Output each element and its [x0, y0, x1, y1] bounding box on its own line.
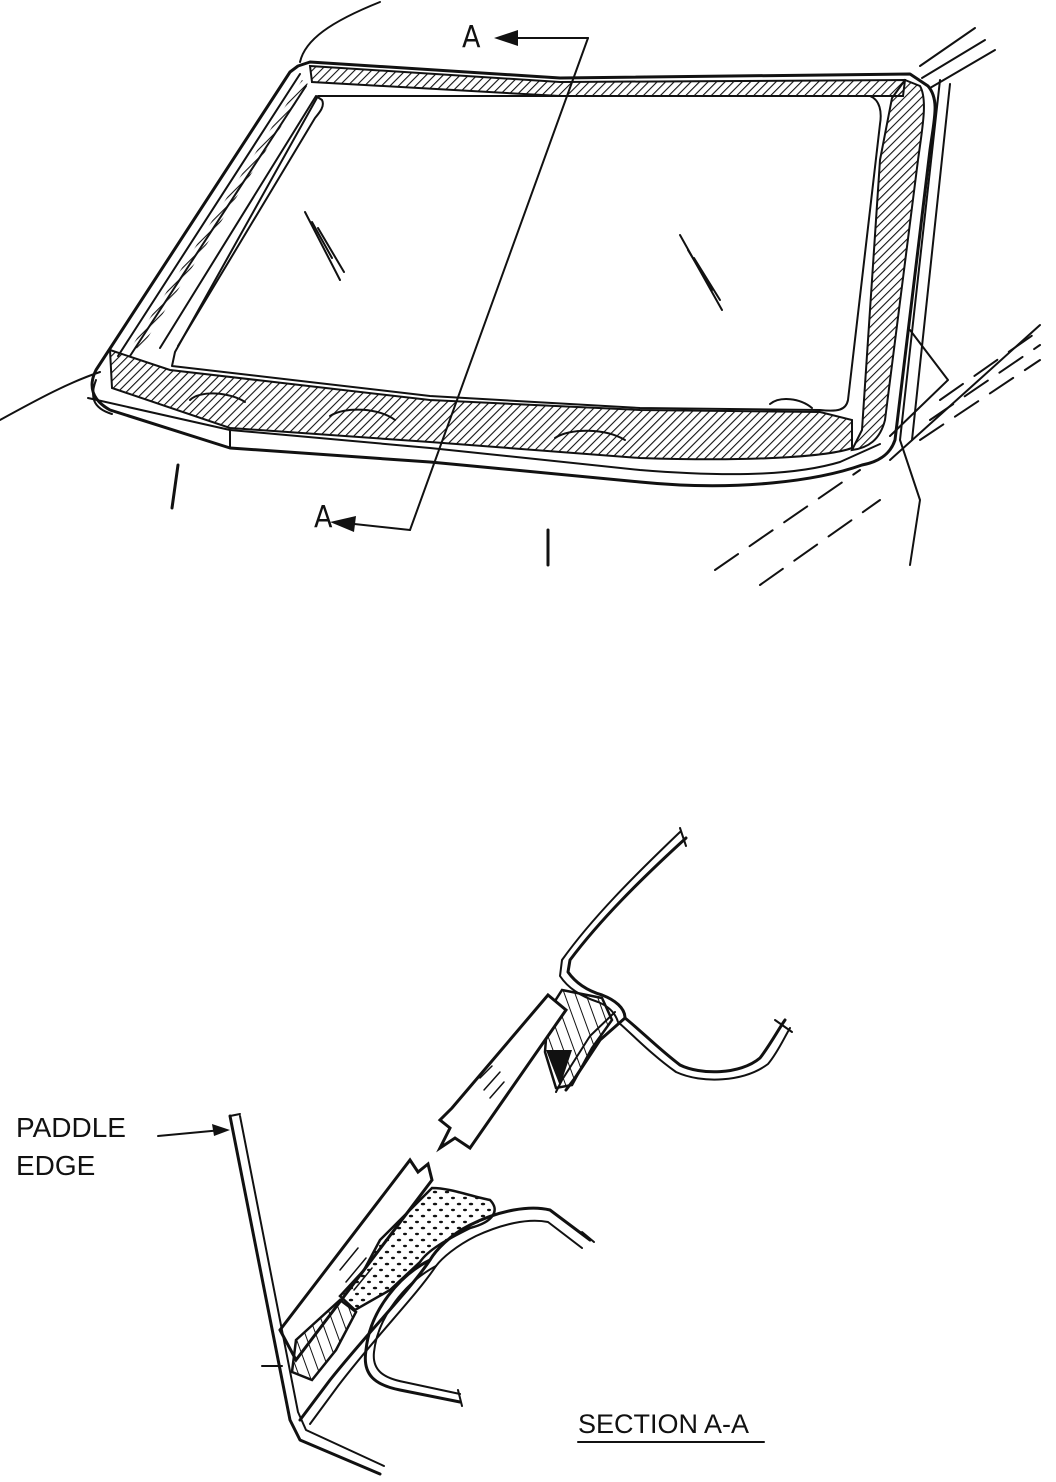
upper-glass — [436, 992, 569, 1153]
left-pillar-outer — [117, 73, 301, 357]
windshield-view — [0, 1, 1041, 586]
section-view — [157, 827, 793, 1476]
lower-dam — [290, 1298, 358, 1382]
paddle-edge-label-line2: EDGE — [16, 1150, 96, 1181]
arrow-left-icon — [494, 30, 518, 46]
cowl-edge — [87, 397, 881, 476]
roof-line-right — [919, 27, 976, 67]
paddle-edge-label-line1: PADDLE — [16, 1112, 126, 1143]
outer-molding — [90, 60, 937, 488]
roof-edge — [299, 1, 381, 63]
section-cut-line — [409, 37, 589, 531]
bottom-molding-hatch — [108, 348, 853, 461]
glass-reflection-icon-right — [679, 234, 723, 311]
lower-glass — [278, 1157, 434, 1363]
section-title: SECTION A-A — [578, 1409, 750, 1439]
section-marker-bottom: A — [314, 500, 333, 535]
arrow-right-icon — [212, 1124, 230, 1136]
roof-panel — [566, 836, 787, 1074]
left-pillar-hatch — [132, 80, 308, 350]
lower-urethane — [338, 1186, 496, 1312]
door-line-1 — [939, 329, 1041, 401]
glass-reflection-icon-left — [304, 211, 345, 281]
glass-edge — [171, 95, 882, 412]
right-pillar-hatch — [850, 78, 925, 452]
top-molding-hatch — [308, 64, 907, 97]
section-marker-top: A — [462, 20, 481, 55]
paddle-edge-tool — [228, 1114, 382, 1476]
arrow-left-icon — [330, 516, 356, 532]
